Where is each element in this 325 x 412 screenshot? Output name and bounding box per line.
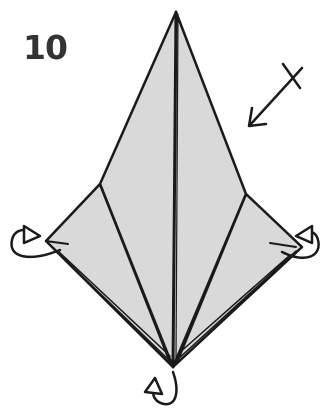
valley-fold-push-arrow-icon bbox=[249, 64, 302, 126]
fold-behind-arrow-bottom-icon bbox=[145, 372, 176, 404]
